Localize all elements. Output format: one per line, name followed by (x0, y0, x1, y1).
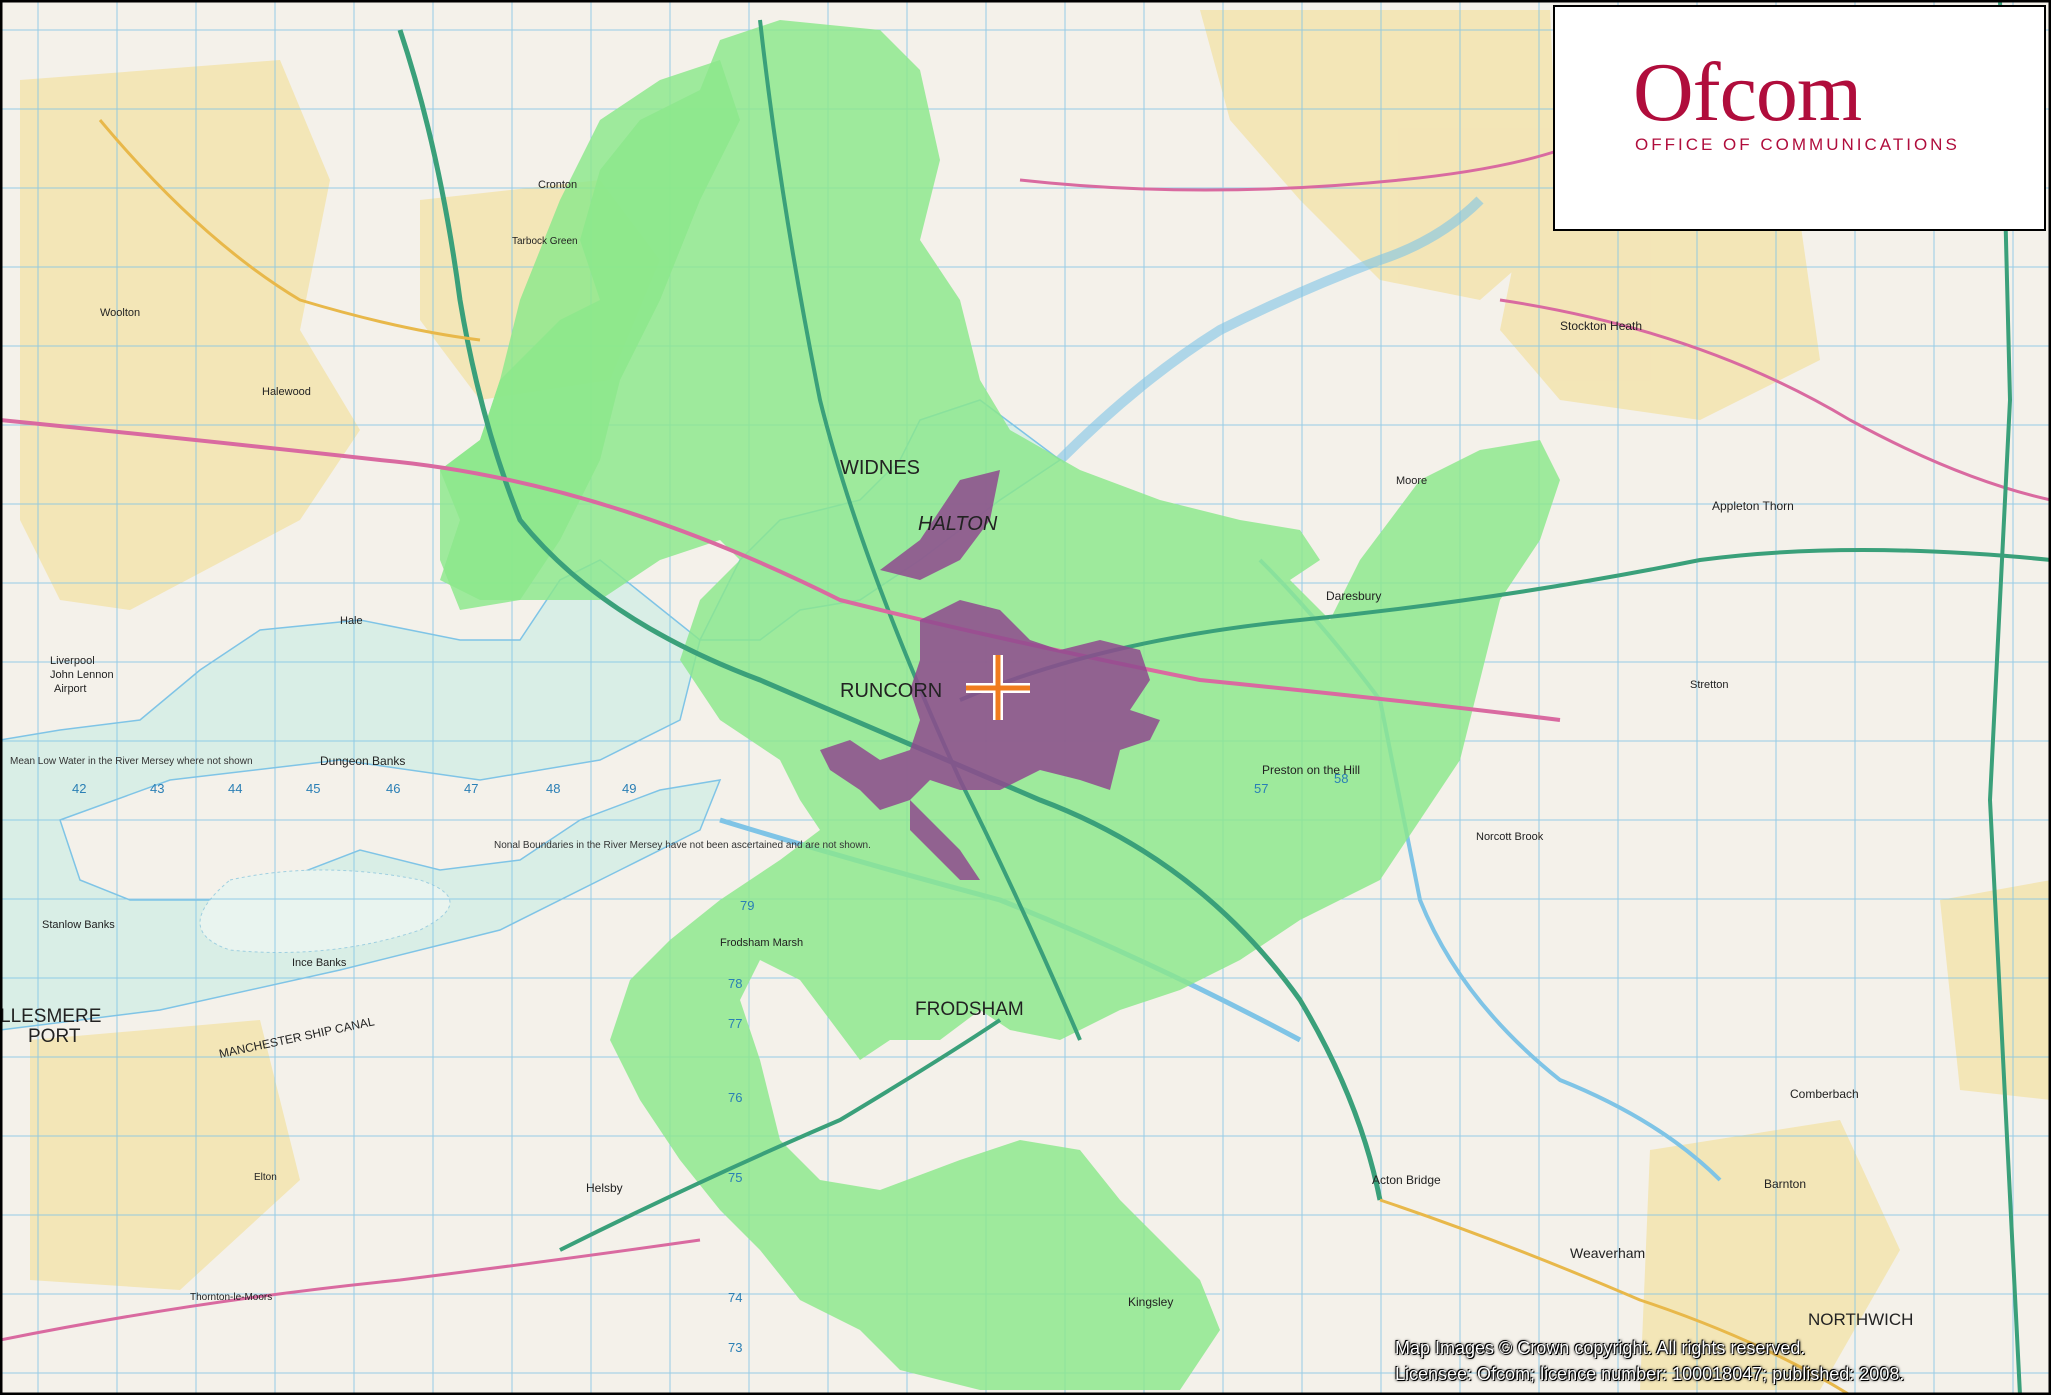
label-ellesmere-1: LLESMERE (0, 1006, 101, 1027)
label-weaverham: Weaverham (1570, 1245, 1645, 1261)
copyright-notice: Map Images © Crown copyright. All rights… (1395, 1335, 1904, 1387)
copyright-line-2: Licensee: Ofcom; licence number: 1000180… (1395, 1364, 1905, 1384)
label-airport-2: John Lennon (50, 669, 114, 681)
label-thornton: Thornton-le-Moors (190, 1292, 272, 1303)
grid-number-76: 76 (728, 1090, 742, 1105)
label-runcorn: RUNCORN (840, 680, 942, 702)
mersey-estuary (0, 559, 722, 1031)
label-appleton: Appleton Thorn (1712, 499, 1794, 513)
grid-number-77: 77 (728, 1016, 742, 1031)
label-hale: Hale (340, 615, 363, 627)
ofcom-logo-panel: Ofcom OFFICE OF COMMUNICATIONS (1553, 5, 2046, 231)
label-sea-note-1: Mean Low Water in the River Mersey where… (10, 756, 253, 767)
ofcom-subtitle: OFFICE OF COMMUNICATIONS (1635, 135, 1960, 154)
grid-number-46: 46 (386, 781, 400, 796)
label-norcott-brook: Norcott Brook (1476, 831, 1544, 843)
label-preston-on-the-hill: Preston on the Hill (1262, 763, 1360, 777)
label-sea-note-2: Nonal Boundaries in the River Mersey hav… (494, 840, 871, 851)
label-elton: Elton (254, 1172, 277, 1183)
label-ellesmere-2: PORT (28, 1026, 81, 1047)
copyright-line-1: Map Images © Crown copyright. All rights… (1395, 1338, 1806, 1358)
grid-number-42: 42 (72, 781, 86, 796)
label-ince-banks: Ince Banks (292, 957, 347, 969)
label-kingsley: Kingsley (1128, 1295, 1173, 1309)
label-daresbury: Daresbury (1326, 589, 1381, 603)
label-frodsham-marsh: Frodsham Marsh (720, 937, 803, 949)
grid-number-58: 58 (1334, 771, 1348, 786)
grid-number-43: 43 (150, 781, 164, 796)
label-airport-3: Airport (54, 683, 86, 695)
grid-number-45: 45 (306, 781, 320, 796)
label-airport-1: Liverpool (50, 655, 95, 667)
label-stretton: Stretton (1690, 679, 1729, 691)
grid-number-74: 74 (728, 1290, 742, 1305)
label-moore: Moore (1396, 475, 1427, 487)
label-dungeon-banks: Dungeon Banks (320, 754, 405, 768)
stanlow-sandbank (199, 869, 451, 953)
ofcom-wordmark: Ofcom (1633, 46, 1862, 139)
grid-number-44: 44 (228, 781, 242, 796)
grid-number-79: 79 (740, 898, 754, 913)
label-comberbach: Comberbach (1790, 1087, 1859, 1101)
grid-number-73: 73 (728, 1340, 742, 1355)
label-acton-bridge: Acton Bridge (1372, 1173, 1441, 1187)
label-widnes: WIDNES (840, 457, 920, 479)
grid-number-49: 49 (622, 781, 636, 796)
label-woolton: Woolton (100, 307, 140, 319)
grid-number-48: 48 (546, 781, 560, 796)
label-halewood: Halewood (262, 386, 311, 398)
label-stanlow-banks: Stanlow Banks (42, 919, 115, 931)
transmitter-marker-icon[interactable] (966, 655, 1030, 720)
label-halton: HALTON (918, 513, 998, 535)
grid-number-47: 47 (464, 781, 478, 796)
label-helsby: Helsby (586, 1181, 623, 1195)
grid-number-57: 57 (1254, 781, 1268, 796)
grid-number-75: 75 (728, 1170, 742, 1185)
coverage-area-green-west (440, 60, 740, 610)
label-stockton-heath: Stockton Heath (1560, 319, 1642, 333)
coverage-area-purple (820, 470, 1160, 880)
label-cronton: Cronton (538, 179, 577, 191)
label-frodsham: FRODSHAM (915, 999, 1024, 1020)
label-barnton: Barnton (1764, 1177, 1806, 1191)
label-tarbock-green: Tarbock Green (512, 236, 578, 247)
grid-number-78: 78 (728, 976, 742, 991)
label-northwich: NORTHWICH (1808, 1310, 1913, 1329)
grid-numbers: 42 43 44 45 46 47 48 49 57 58 73 74 75 7… (72, 771, 1348, 1355)
